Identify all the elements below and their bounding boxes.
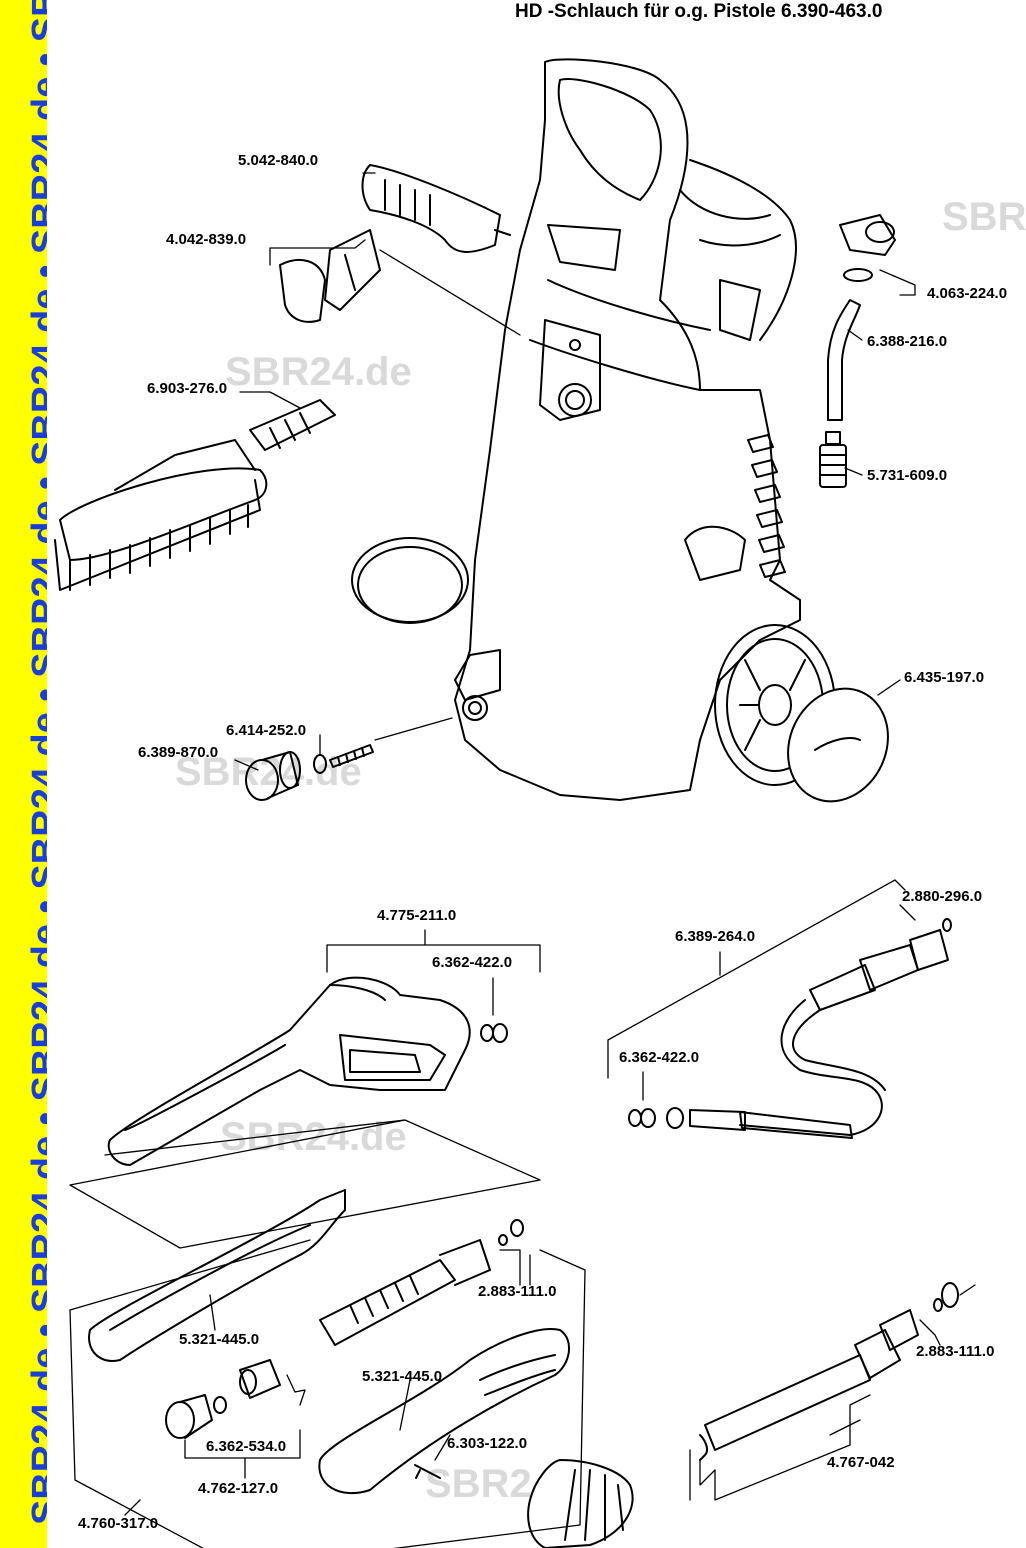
part-label: 5.042-840.0	[238, 152, 319, 169]
watermark: SBR24.de	[225, 350, 412, 394]
page-title: HD -Schlauch für o.g. Pistole 6.390-463.…	[515, 1, 883, 22]
part-label: 6.303-122.0	[447, 1435, 528, 1452]
part-valve-rod	[319, 1219, 524, 1346]
part-label: 6.389-264.0	[675, 928, 756, 945]
part-label: 6.389-870.0	[138, 744, 219, 761]
part-label: 5.731-609.0	[867, 467, 948, 484]
part-label: 6.388-216.0	[867, 333, 948, 350]
watermark: SBR24.de	[220, 1115, 407, 1159]
part-gun-housing-right	[318, 1328, 570, 1495]
part-label: 5.321-445.0	[362, 1368, 443, 1385]
part-small-screw	[414, 1464, 441, 1479]
part-label: 6.435-197.0	[904, 669, 985, 686]
part-label: 2.883-111.0	[478, 1283, 557, 1300]
part-clips	[279, 229, 381, 323]
part-spray-lance	[699, 1282, 959, 1461]
part-label: 5.321-445.0	[179, 1331, 260, 1348]
part-label: 6.362-534.0	[206, 1438, 287, 1455]
part-connector	[245, 751, 301, 801]
part-label: 4.775-211.0	[377, 907, 457, 924]
part-spray-gun	[107, 976, 471, 1166]
part-washers-1	[480, 1023, 508, 1043]
machine-body	[454, 58, 801, 801]
part-label: 4.042-839.0	[166, 231, 247, 248]
part-label: 6.414-252.0	[226, 722, 307, 739]
part-hp-hose	[666, 918, 952, 1139]
side-watermark-strip: SBR24.de • SBR24.de • SBR24.de • SBR24.d…	[0, 0, 47, 1548]
wheel-cap	[787, 687, 889, 803]
part-label: 6.903-276.0	[147, 380, 228, 397]
part-valve-body	[239, 1359, 281, 1399]
coiled-hose	[351, 537, 469, 624]
part-brush	[54, 399, 336, 591]
part-filter	[819, 431, 847, 488]
part-valve-cap	[165, 1394, 227, 1439]
part-cap	[839, 214, 896, 282]
part-label: 4.767-042	[827, 1454, 895, 1471]
part-label: 2.880-296.0	[902, 888, 983, 905]
part-label: 6.362-422.0	[619, 1049, 700, 1066]
watermark: SBR	[942, 195, 1026, 239]
part-screw	[313, 744, 374, 774]
part-label: 6.362-422.0	[432, 954, 513, 971]
part-washers-2	[628, 1108, 656, 1128]
part-gun-housing-left	[88, 1189, 346, 1362]
part-label: 4.760-317.0	[78, 1515, 159, 1532]
part-label: 4.762-127.0	[198, 1480, 279, 1497]
part-tube	[827, 299, 861, 421]
part-label: 2.883-111.0	[916, 1343, 995, 1360]
leader-lines	[69, 172, 976, 1548]
part-label: 4.063-224.0	[927, 285, 1008, 302]
part-handle	[361, 164, 511, 253]
